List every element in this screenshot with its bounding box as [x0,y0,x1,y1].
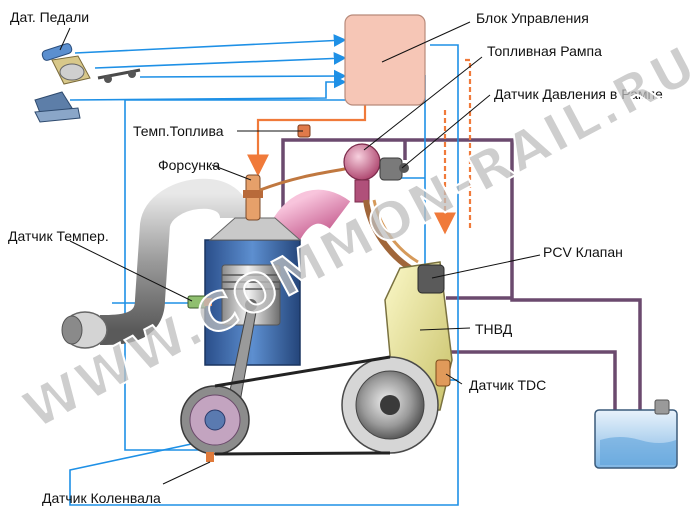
temp-sensor [187,295,212,309]
label-tdc-sensor: Датчик TDC [469,377,546,393]
rail-pressure-sensor [379,157,409,181]
pedal-sensor-bottom [34,91,81,123]
label-control-unit: Блок Управления [476,10,589,26]
engine-block [204,217,302,403]
label-pcv-valve: PCV Клапан [543,244,623,260]
label-crank-sensor: Датчик Коленвала [42,490,161,506]
control-arrows [247,58,472,235]
exhaust-pipe [270,189,351,242]
label-pedal-sensor: Дат. Педали [10,9,89,25]
crankshaft-wheel [180,385,250,462]
hp-pump [341,261,453,454]
control-unit-box [344,14,426,106]
label-hp-pump: ТНВД [475,321,513,337]
pedal-linkage [97,68,141,83]
fuel-rail [343,143,419,271]
fuel-tank [594,399,678,469]
label-fuel-rail: Топливная Рампа [487,43,602,59]
signal-wires [69,34,459,506]
fuel-return-lines [281,138,642,410]
leader-lines [59,21,541,485]
label-rail-pressure-sensor: Датчик Давления в Рампе [494,86,663,102]
injector [243,166,351,221]
label-injector: Форсунка [158,157,220,173]
label-fuel-temp: Темп.Топлива [133,123,224,139]
intake-pipe [61,178,250,349]
timing-belt [214,355,391,456]
pedal-sensor-top [41,43,91,85]
label-temp-sensor: Датчик Темпер. [8,228,109,244]
